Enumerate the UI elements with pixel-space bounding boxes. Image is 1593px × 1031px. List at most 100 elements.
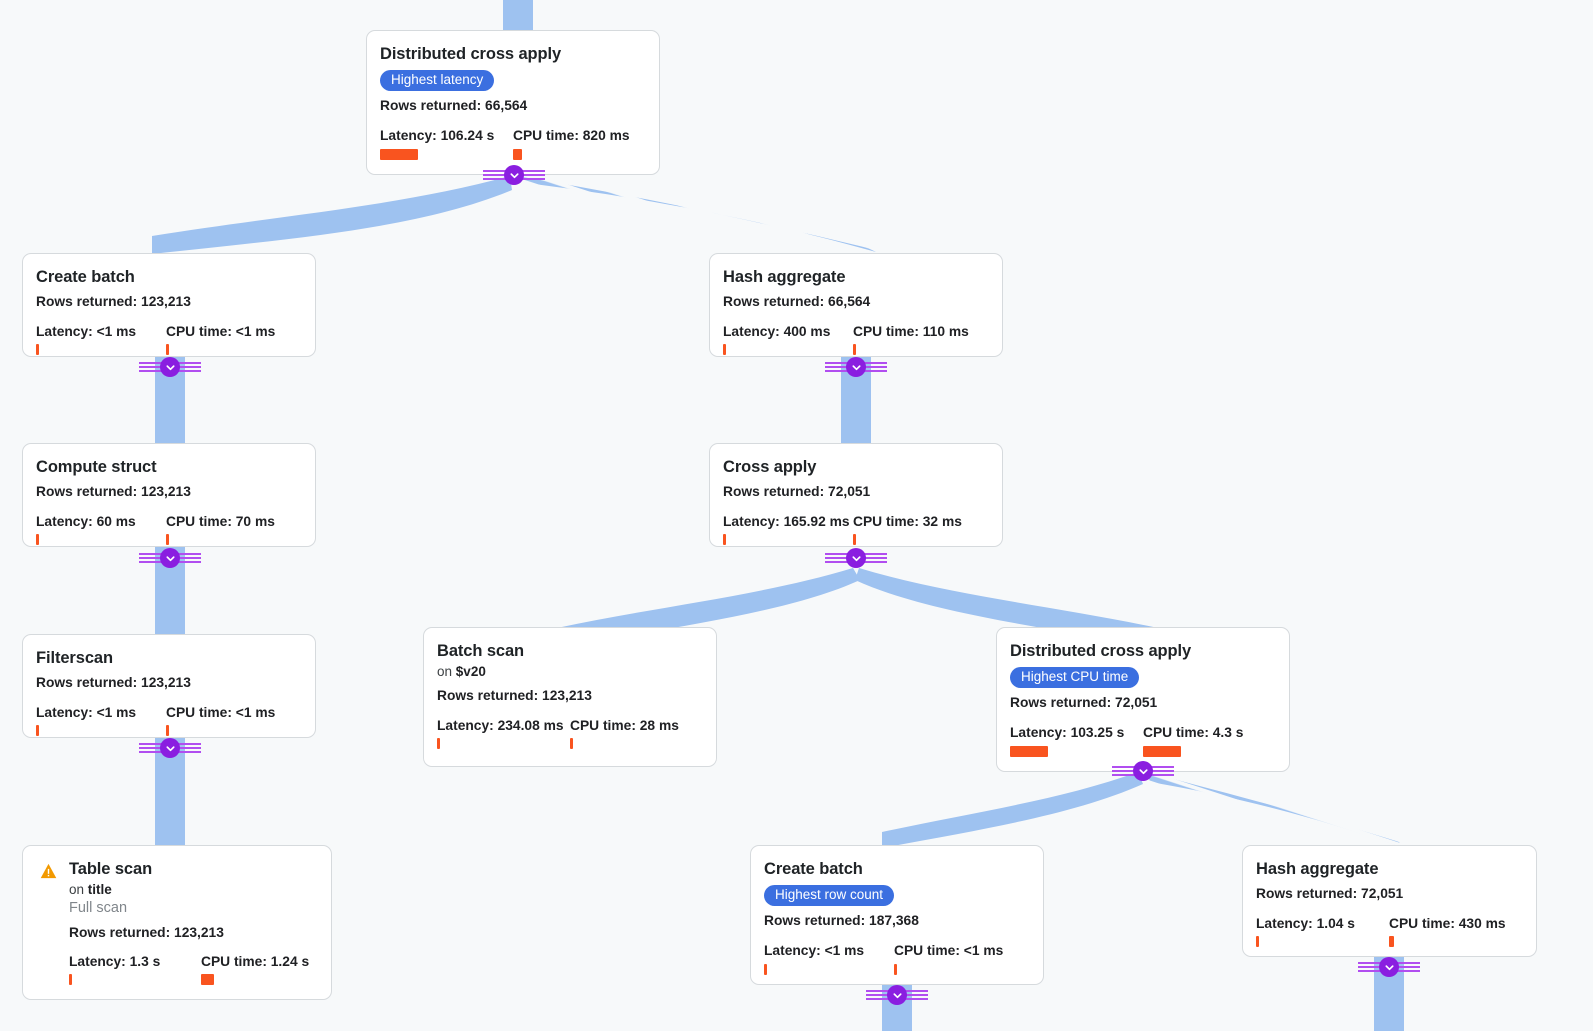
node-badge-highest-latency: Highest latency (380, 69, 495, 92)
node-badge-highest-cpu-time: Highest CPU time (1010, 666, 1140, 689)
metric-cpu-label: CPU time: 1.24 s (201, 953, 310, 969)
metric-cpu-label: CPU time: 110 ms (853, 323, 969, 339)
node-rows-returned: Rows returned: 66,564 (723, 293, 871, 309)
node-rows-returned: Rows returned: 123,213 (69, 924, 224, 940)
metric-cpu-bar (201, 974, 214, 986)
node-title: Distributed cross apply (1010, 642, 1192, 660)
plan-node-hash-aggregate-upper[interactable]: Hash aggregate Rows returned: 66,564 Lat… (709, 253, 1003, 357)
node-scan-type: Full scan (69, 899, 128, 916)
node-title: Batch scan (437, 642, 525, 660)
plan-node-create-batch[interactable]: Create batch Rows returned: 123,213 Late… (22, 253, 316, 357)
metric-cpu: CPU time: 110 ms (853, 324, 969, 356)
metric-latency: Latency: 1.04 s (1256, 916, 1389, 948)
metric-latency-bar (1010, 745, 1048, 757)
metric-cpu: CPU time: 28 ms (570, 718, 679, 750)
node-subject-prefix: on (69, 881, 85, 897)
collapse-toggle-create-batch-lower[interactable] (887, 985, 907, 1005)
collapse-toggle-compute-struct[interactable] (160, 548, 180, 568)
metric-latency-label: Latency: 103.25 s (1010, 725, 1125, 741)
warning-icon (40, 863, 57, 879)
node-title: Create batch (36, 268, 135, 286)
metric-cpu-label: CPU time: 32 ms (853, 513, 962, 529)
plan-node-batch-scan[interactable]: Batch scan on $v20 Rows returned: 123,21… (423, 627, 717, 767)
node-metrics: Latency: 400 ms CPU time: 110 ms (723, 324, 989, 356)
node-metrics: Latency: 1.3 s CPU time: 1.24 s (69, 954, 318, 986)
metric-latency-bar (723, 344, 726, 356)
metric-cpu-label: CPU time: <1 ms (166, 323, 276, 339)
node-rows-returned: Rows returned: 123,213 (437, 687, 592, 703)
metric-latency-label: Latency: 60 ms (36, 513, 136, 529)
collapse-toggle-create-batch[interactable] (160, 357, 180, 377)
metric-cpu-bar (513, 148, 522, 160)
metric-latency-label: Latency: 106.24 s (380, 128, 495, 144)
node-rows-returned: Rows returned: 72,051 (723, 483, 871, 499)
collapse-toggle-hash-aggregate-upper[interactable] (846, 357, 866, 377)
metric-cpu-bar (853, 344, 856, 356)
metric-latency-label: Latency: 1.3 s (69, 953, 161, 969)
metric-cpu: CPU time: 70 ms (166, 514, 275, 546)
metric-cpu-bar (1143, 745, 1181, 757)
node-metrics: Latency: <1 ms CPU time: <1 ms (36, 705, 302, 737)
collapse-toggle-filterscan[interactable] (160, 738, 180, 758)
metric-cpu: CPU time: <1 ms (166, 705, 275, 737)
node-rows-returned: Rows returned: 66,564 (380, 98, 528, 114)
node-title: Filterscan (36, 649, 113, 667)
node-title: Distributed cross apply (380, 45, 562, 63)
node-rows-returned: Rows returned: 123,213 (36, 674, 191, 690)
collapse-toggle-cross-apply[interactable] (846, 548, 866, 568)
plan-node-compute-struct[interactable]: Compute struct Rows returned: 123,213 La… (22, 443, 316, 547)
metric-cpu: CPU time: 430 ms (1389, 916, 1506, 948)
metric-latency: Latency: 1.3 s (69, 954, 201, 986)
plan-node-create-batch-lower[interactable]: Create batch Highest row count Rows retu… (750, 845, 1044, 985)
collapse-toggle-hash-aggregate-lower[interactable] (1379, 957, 1399, 977)
node-metrics: Latency: <1 ms CPU time: <1 ms (764, 943, 1030, 975)
collapse-toggle-root[interactable] (504, 165, 524, 185)
node-metrics: Latency: 60 ms CPU time: 70 ms (36, 514, 302, 546)
metric-latency: Latency: <1 ms (36, 705, 166, 737)
metric-latency-label: Latency: 1.04 s (1256, 915, 1355, 931)
metric-latency: Latency: 234.08 ms (437, 718, 570, 750)
metric-cpu-label: CPU time: 820 ms (513, 128, 630, 144)
node-metrics: Latency: 165.92 ms CPU time: 32 ms (723, 514, 989, 546)
metric-latency-bar (36, 725, 39, 737)
metric-cpu-bar (570, 738, 573, 750)
metric-cpu: CPU time: 4.3 s (1143, 725, 1243, 757)
metric-latency-label: Latency: 165.92 ms (723, 513, 850, 529)
metric-latency: Latency: <1 ms (764, 943, 894, 975)
plan-node-cross-apply[interactable]: Cross apply Rows returned: 72,051 Latenc… (709, 443, 1003, 547)
metric-cpu: CPU time: 32 ms (853, 514, 962, 546)
metric-latency: Latency: <1 ms (36, 324, 166, 356)
metric-latency-label: Latency: <1 ms (36, 323, 137, 339)
metric-latency-label: Latency: 234.08 ms (437, 717, 564, 733)
collapse-toggle-distributed-cross-apply-lower[interactable] (1133, 761, 1153, 781)
edge-root-to-create-batch (152, 176, 512, 254)
metric-cpu-label: CPU time: 430 ms (1389, 915, 1506, 931)
metric-latency: Latency: 165.92 ms (723, 514, 853, 546)
metric-latency: Latency: 106.24 s (380, 128, 513, 160)
node-title: Table scan (69, 860, 153, 878)
plan-node-distributed-cross-apply-lower[interactable]: Distributed cross apply Highest CPU time… (996, 627, 1290, 772)
metric-latency-label: Latency: <1 ms (36, 704, 137, 720)
edge-dca-to-hash-aggregate (1147, 772, 1404, 848)
metric-cpu: CPU time: 1.24 s (201, 954, 309, 986)
node-subject-prefix: on (437, 663, 453, 679)
metric-cpu-bar (166, 344, 169, 356)
node-title: Cross apply (723, 458, 817, 476)
node-subject-value: $v20 (455, 663, 486, 679)
plan-node-distributed-cross-apply-root[interactable]: Distributed cross apply Highest latency … (366, 30, 660, 175)
plan-node-table-scan[interactable]: Table scan on title Full scan Rows retur… (22, 845, 332, 1000)
node-badge-highest-row-count: Highest row count (764, 884, 895, 907)
metric-latency-bar (36, 534, 39, 546)
edge-root-to-hash-aggregate (516, 176, 876, 252)
plan-node-filterscan[interactable]: Filterscan Rows returned: 123,213 Latenc… (22, 634, 316, 738)
metric-latency: Latency: 60 ms (36, 514, 166, 546)
metric-latency-label: Latency: <1 ms (764, 943, 865, 959)
metric-cpu-bar (166, 725, 169, 737)
node-rows-returned: Rows returned: 123,213 (36, 293, 191, 309)
metric-cpu-bar (1389, 936, 1394, 948)
metric-latency-bar (380, 148, 418, 160)
metric-cpu-bar (166, 534, 169, 546)
metric-cpu-label: CPU time: 70 ms (166, 513, 275, 529)
plan-node-hash-aggregate-lower[interactable]: Hash aggregate Rows returned: 72,051 Lat… (1242, 845, 1537, 957)
